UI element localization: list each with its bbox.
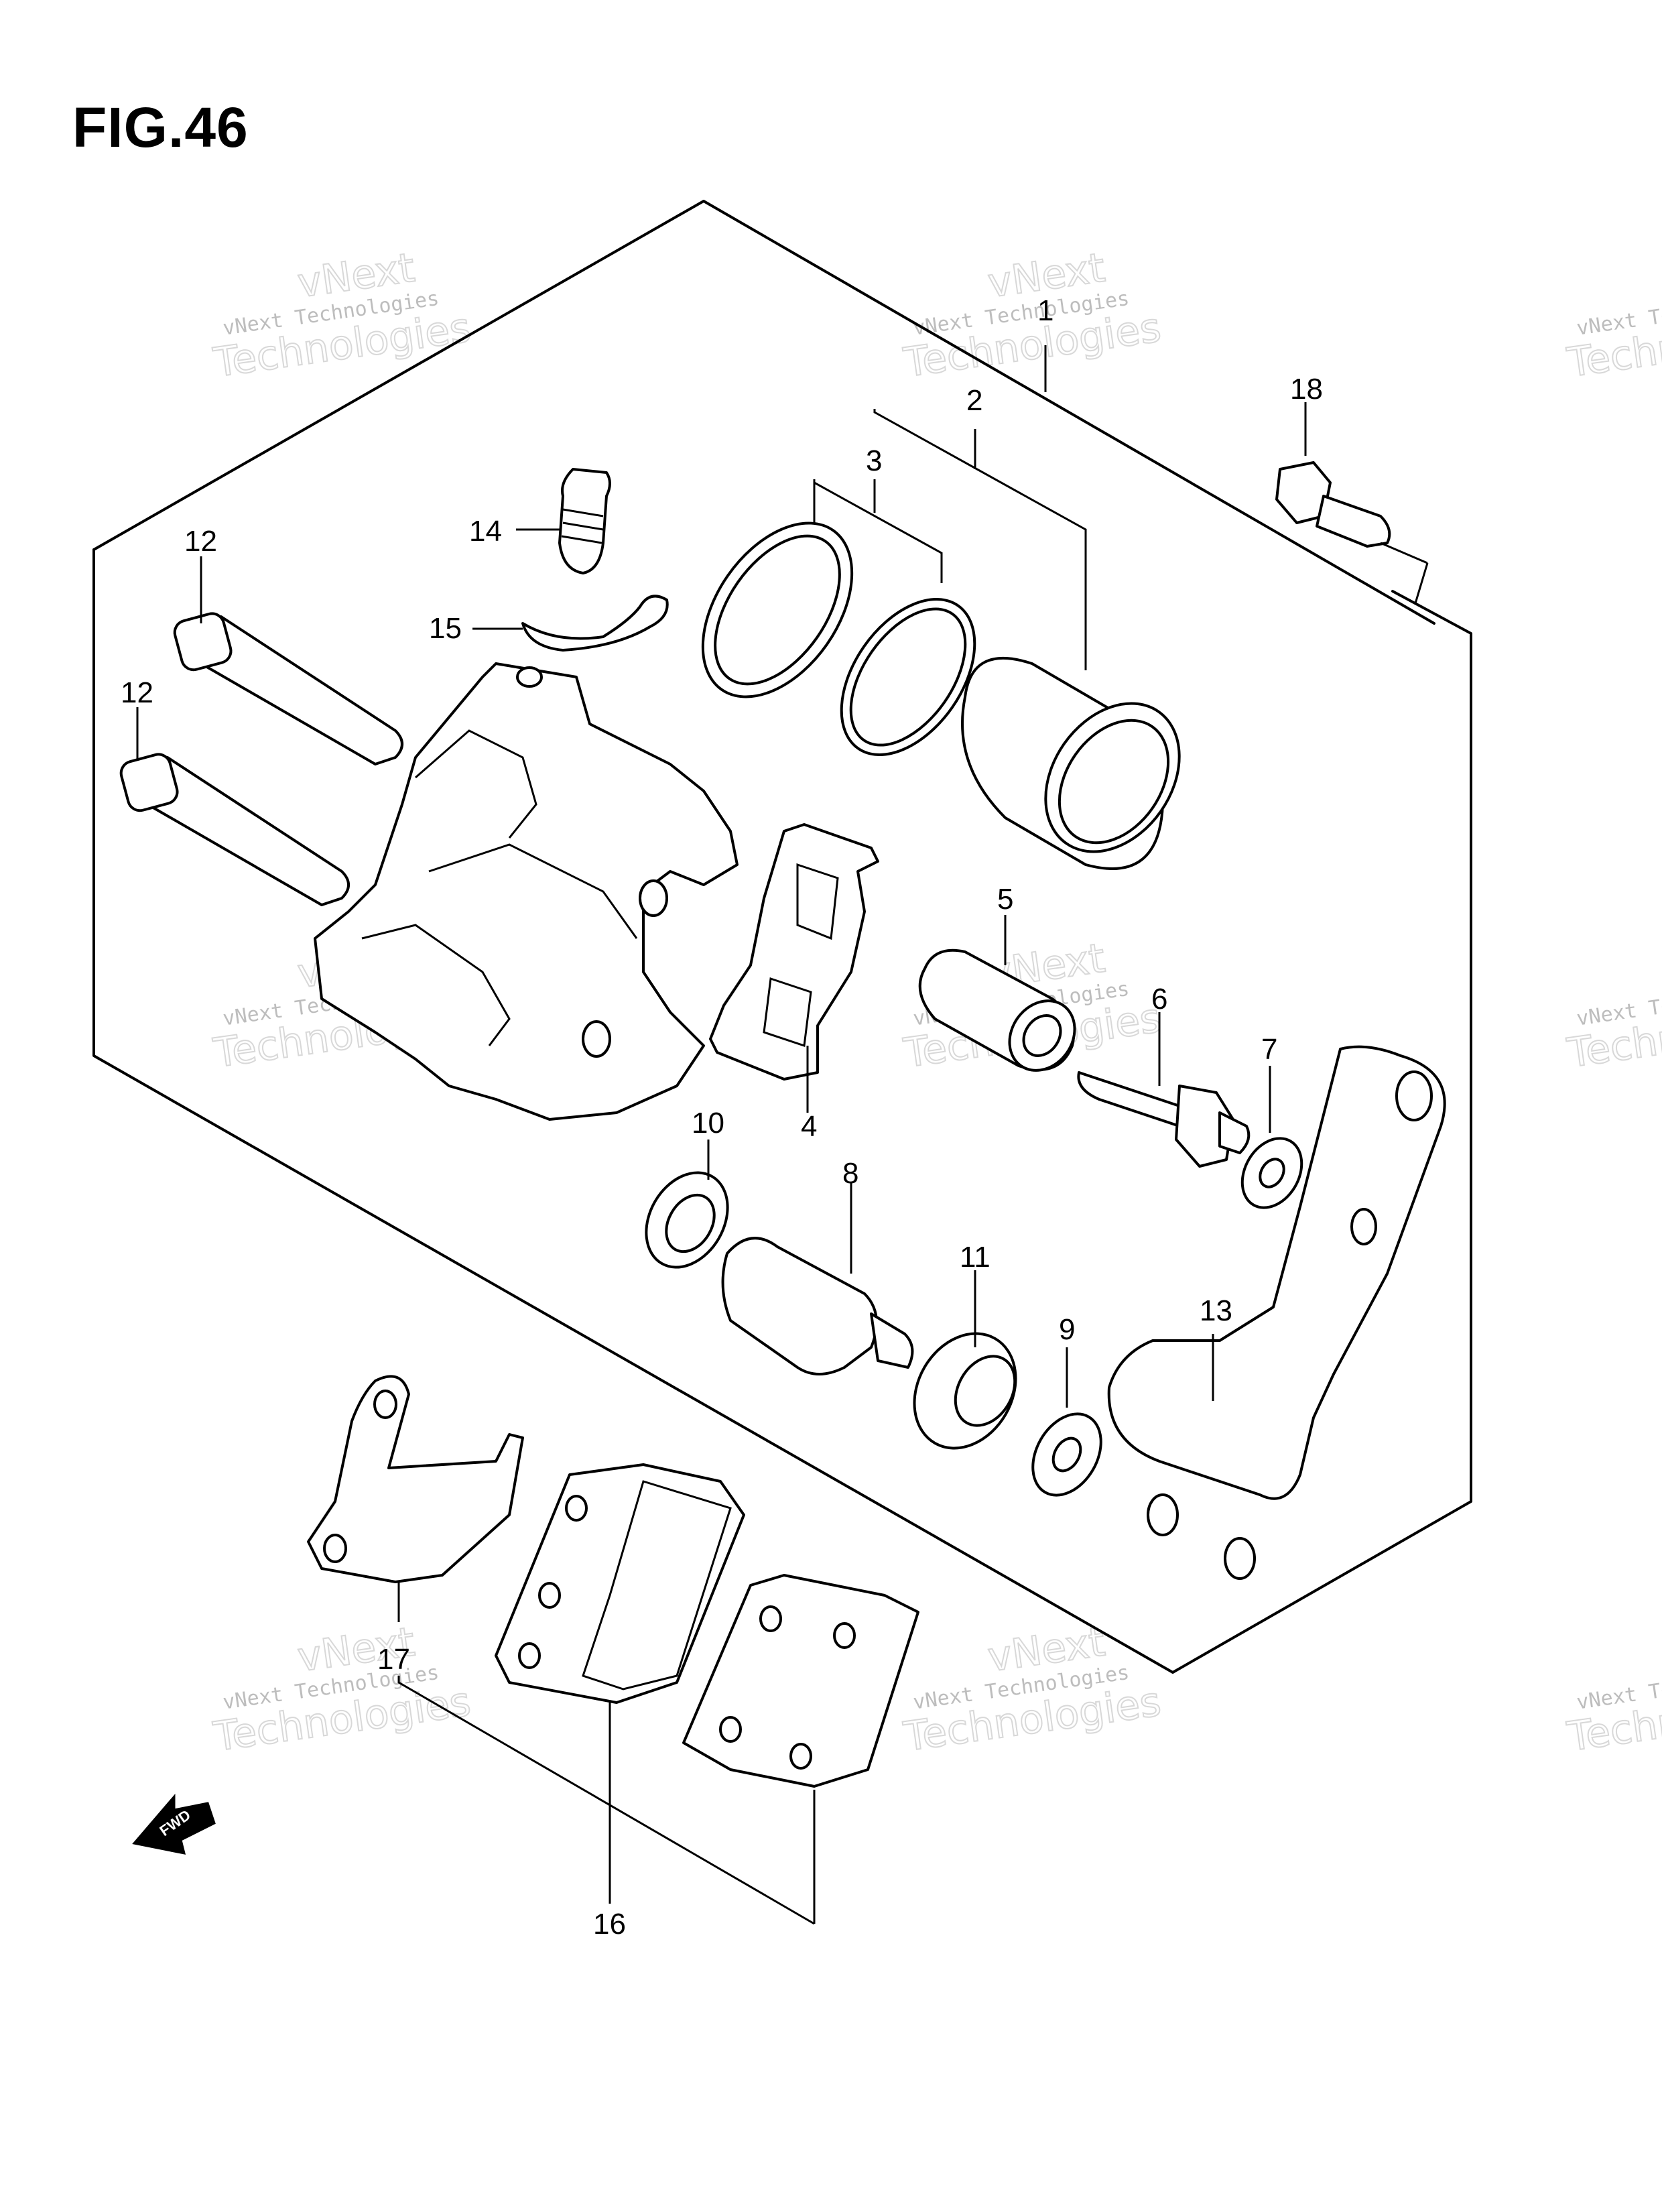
- callout-8: 8: [842, 1157, 858, 1190]
- callout-4: 4: [801, 1110, 817, 1143]
- callout-12-upper: 12: [184, 525, 217, 558]
- caliper-body: [314, 662, 739, 1121]
- callout-11: 11: [960, 1241, 990, 1274]
- callout-17: 17: [377, 1643, 410, 1676]
- callout-15: 15: [429, 612, 462, 645]
- bleeder-cap: [472, 595, 669, 652]
- callout-10: 10: [692, 1107, 724, 1140]
- watermark: vNext vNext Technologies Technologies: [900, 244, 1164, 387]
- callout-2: 2: [966, 384, 982, 417]
- brake-pad-inner: [495, 1463, 745, 1904]
- boot-10: [645, 1140, 729, 1269]
- callout-7: 7: [1261, 1033, 1277, 1066]
- callout-16: 16: [593, 1908, 626, 1941]
- callout-1: 1: [1037, 294, 1053, 327]
- callout-3: 3: [866, 444, 882, 477]
- assembly-boundary-top: [92, 200, 1435, 625]
- watermark: vNext Technologies Technologies: [1563, 977, 1662, 1078]
- bracket-3: [813, 479, 943, 583]
- piston-seal-dust: [701, 521, 854, 698]
- callout-9: 9: [1059, 1313, 1075, 1346]
- bracket-2: [873, 409, 1087, 670]
- slide-pin-lower: [119, 707, 350, 906]
- caliper-piston: [961, 656, 1181, 870]
- bleeder-screw: [516, 468, 611, 574]
- callout-5: 5: [997, 883, 1013, 916]
- callout-18: 18: [1290, 373, 1323, 406]
- callout-14: 14: [469, 515, 502, 548]
- callouts: 1 2 3 4 5 6 7 8 9 10 11 12 12 13 14 15 1…: [121, 294, 1323, 1941]
- pad-shim-17: [307, 1375, 524, 1622]
- callout-6: 6: [1151, 983, 1167, 1016]
- pad-spring: [709, 823, 879, 1113]
- watermark: vNext vNext Technologies Technologies: [210, 1618, 474, 1762]
- pin-6: [1077, 1012, 1251, 1168]
- watermark: vNext vNext Technologies Technologies: [210, 244, 474, 387]
- forward-arrow: FWD: [132, 1793, 216, 1855]
- callout-13: 13: [1200, 1294, 1232, 1327]
- assembly-boundary: [92, 548, 1472, 1674]
- caliper-bracket: [1107, 1045, 1446, 1580]
- washer-9: [1031, 1347, 1102, 1497]
- watermark: vNext vNext Technologies Technologies: [900, 1618, 1164, 1762]
- piston-seal: [840, 598, 976, 756]
- watermark: vNext Technologies Technologies: [1563, 287, 1662, 387]
- callout-12-lower: 12: [121, 676, 153, 709]
- bolt-18: [1275, 402, 1429, 604]
- figure-title: FIG.46: [72, 96, 249, 159]
- pin-8: [721, 1183, 914, 1375]
- bracket-16-17: [397, 1676, 815, 1925]
- brake-pad-outer: [682, 1574, 919, 1924]
- watermark: vNext Technologies Technologies: [1563, 1661, 1662, 1762]
- washer-7: [1240, 1066, 1303, 1209]
- boot-11: [913, 1270, 1017, 1450]
- slide-pin-upper: [173, 556, 403, 765]
- boot-5: [918, 915, 1076, 1072]
